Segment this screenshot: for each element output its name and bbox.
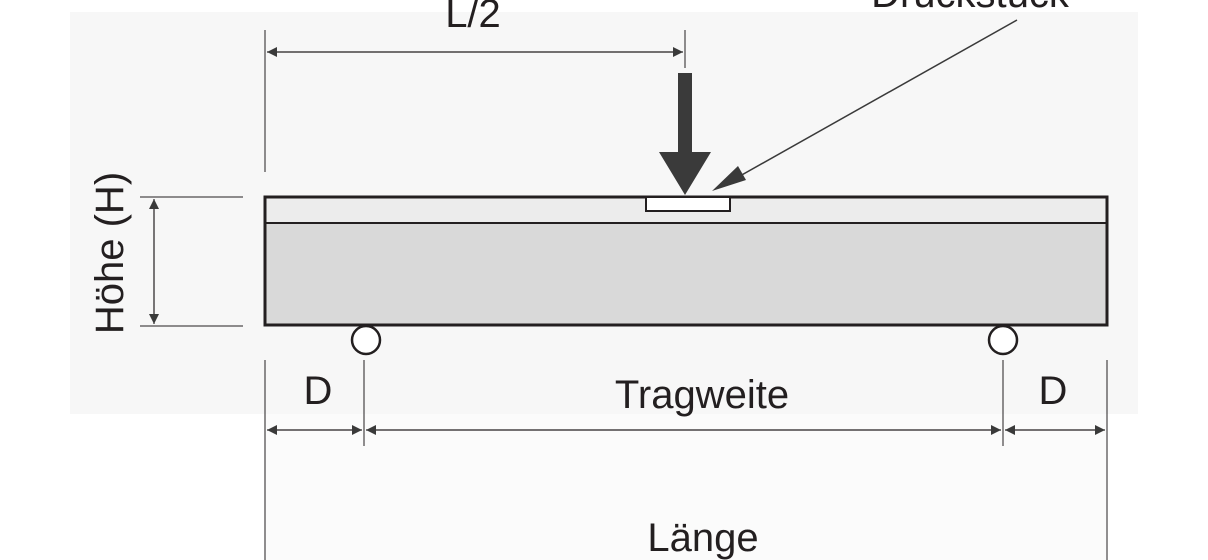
pressure-piece-pointer <box>723 19 1018 186</box>
overhang-right-label: D <box>1039 369 1068 413</box>
extension-lines <box>140 30 1108 560</box>
overhang-left-label: D <box>304 369 333 413</box>
pressure-piece-pointer-head <box>712 166 746 191</box>
pressure-piece <box>645 196 731 212</box>
left-support-roller <box>350 324 382 356</box>
load-arrow <box>659 73 711 195</box>
half-length-label: L/2 <box>445 0 501 36</box>
right-support-roller <box>987 324 1019 356</box>
beam <box>263 195 1109 327</box>
height-label: Höhe (H) <box>88 172 132 334</box>
pressure-piece-label: Druckstück <box>871 0 1070 16</box>
length-label: Länge <box>647 516 758 560</box>
background-panel-bottom <box>264 414 1106 560</box>
span-label: Tragweite <box>615 373 789 417</box>
